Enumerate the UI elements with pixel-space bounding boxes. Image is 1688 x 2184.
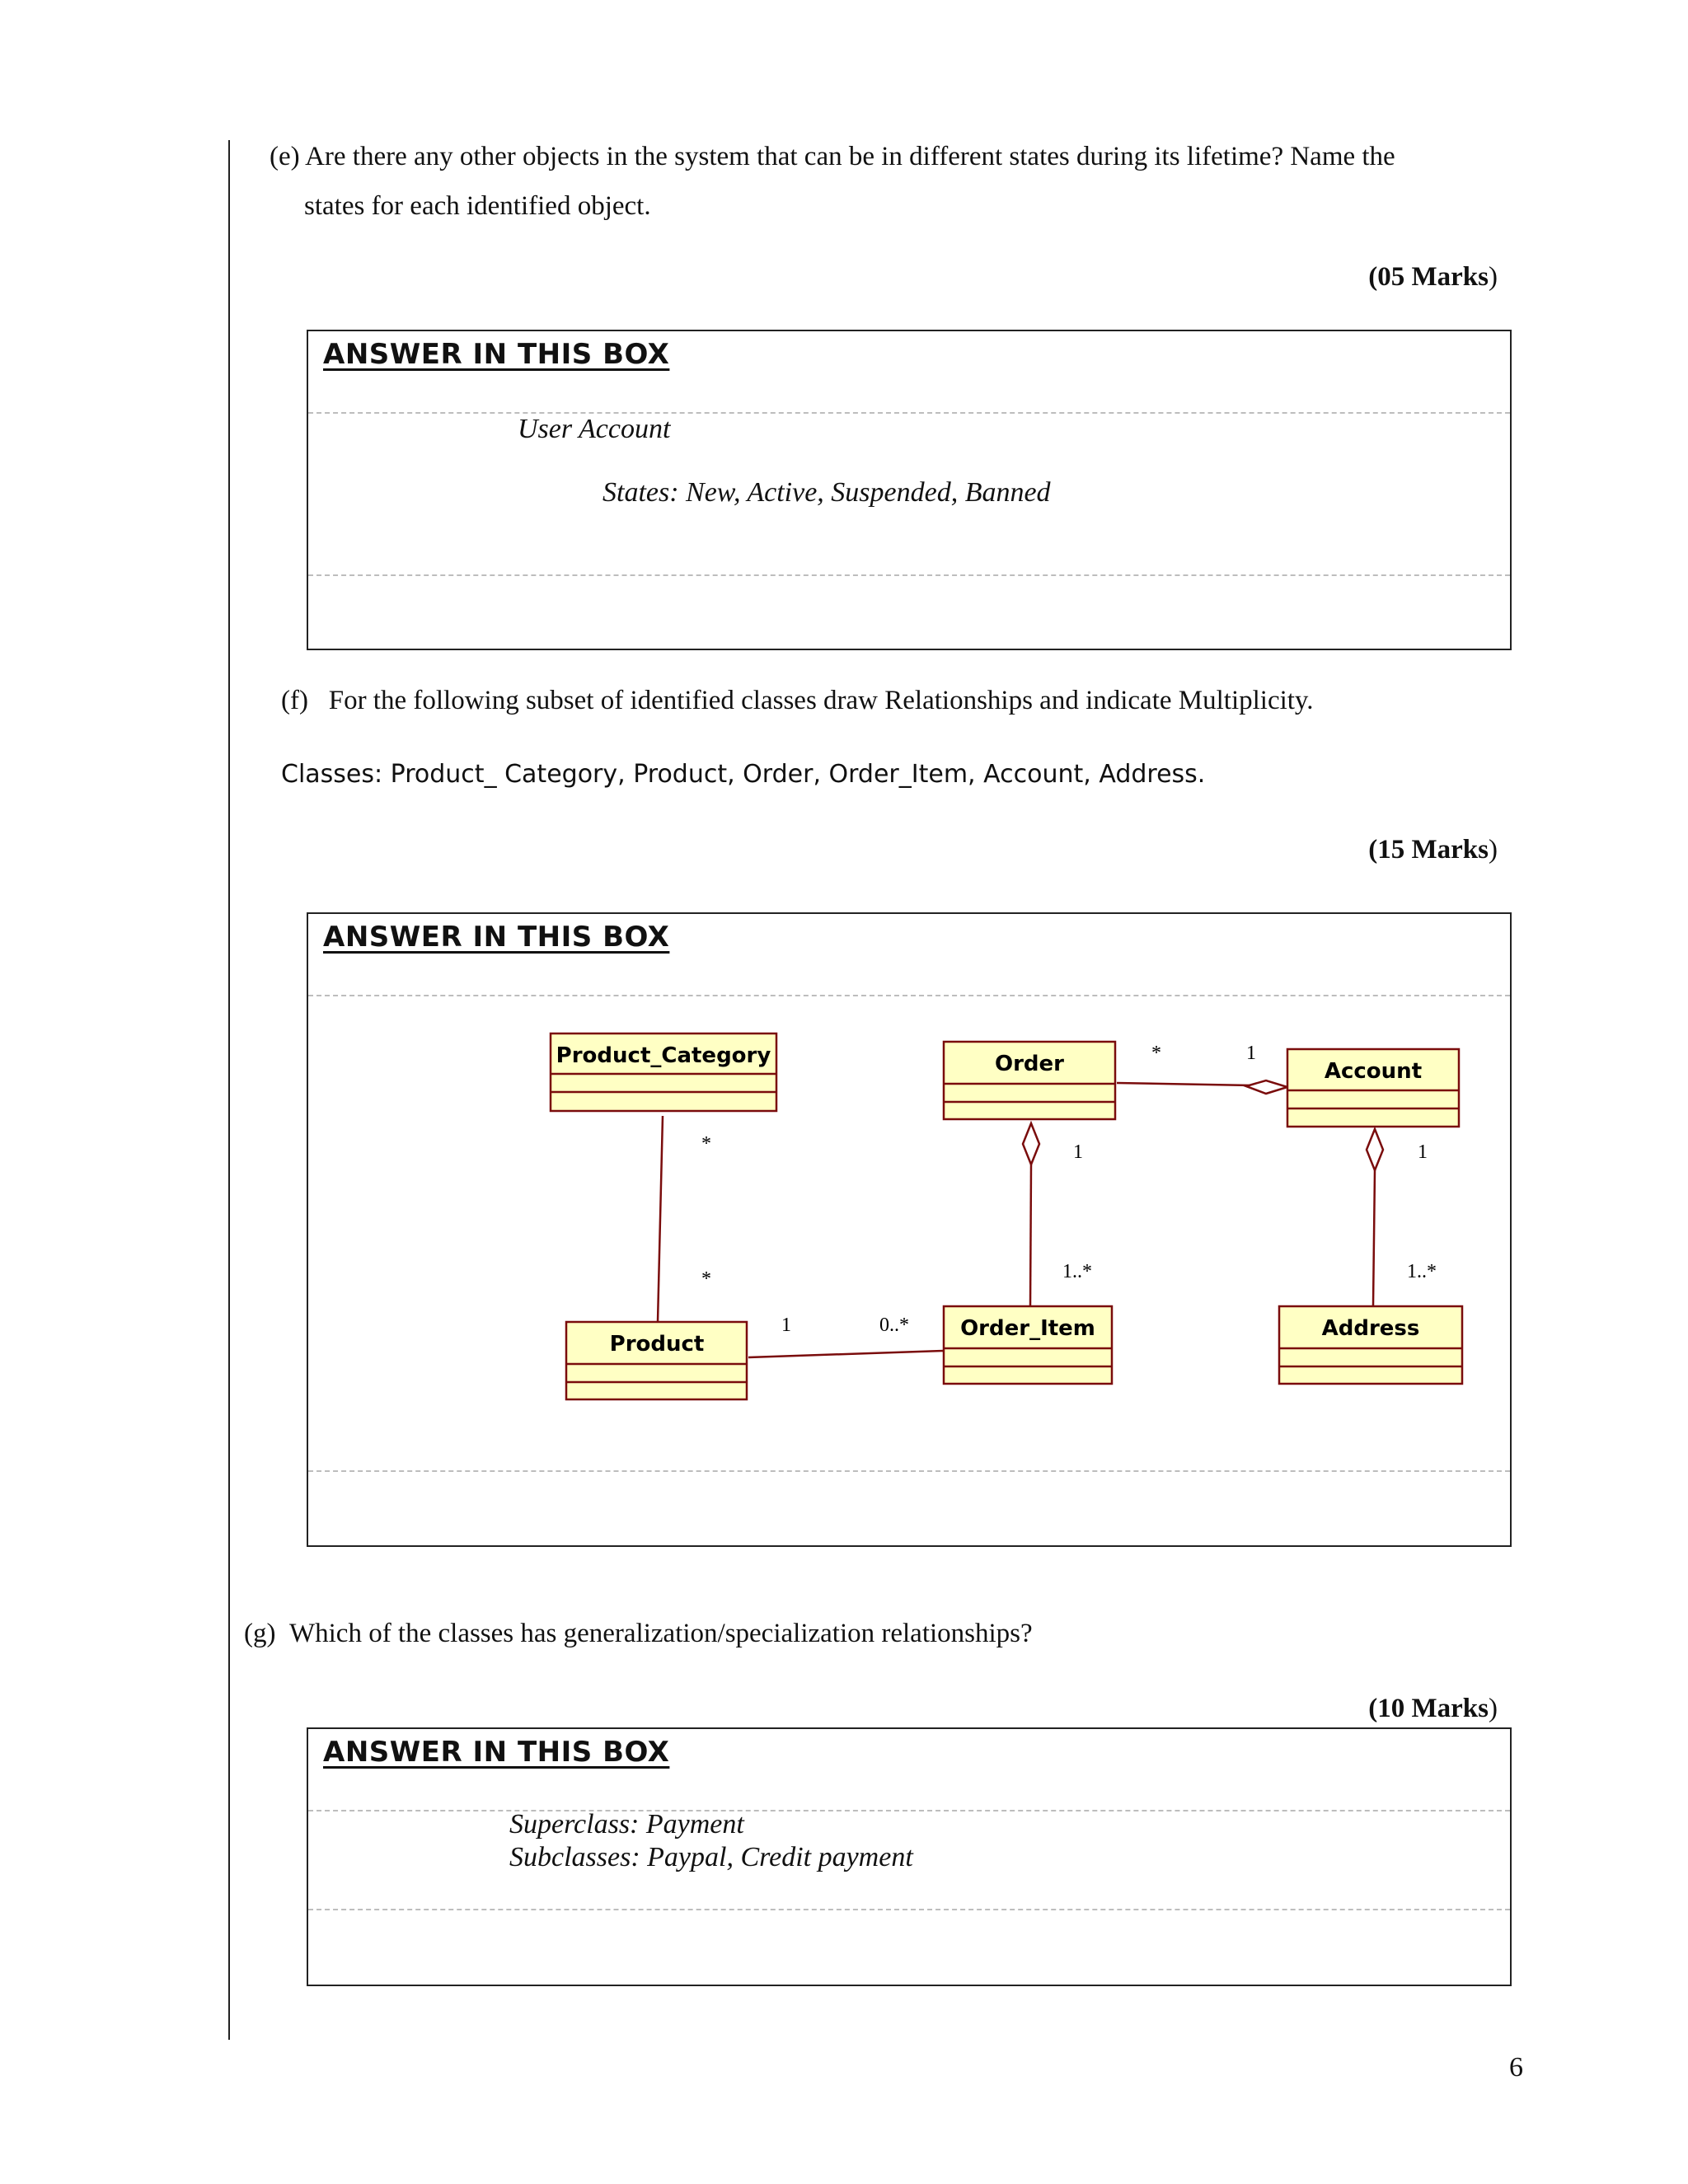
state-object-name: User Account	[518, 414, 671, 444]
class-order-item: Order_Item	[942, 1305, 1114, 1385]
multiplicity-product-oi-product-end: 1	[781, 1315, 791, 1336]
dashed-divider	[308, 574, 1510, 576]
question-e-marks: (05 Marks)	[1368, 262, 1498, 292]
class-diagram: Product_Category Order Account Product	[549, 1032, 1464, 1401]
multiplicity-category-end: *	[701, 1133, 711, 1155]
association-product-order-item	[748, 1349, 944, 1359]
question-g-marks: (10 Marks)	[1368, 1694, 1498, 1723]
aggregation-account-address	[1372, 1169, 1376, 1306]
class-product-category: Product_Category	[549, 1032, 778, 1113]
question-f-label: (f)	[281, 686, 308, 715]
question-f-text: For the following subset of identified c…	[328, 686, 1314, 715]
multiplicity-product-oi-item-end: 0..*	[879, 1315, 909, 1336]
answer-box-title: ANSWER IN THIS BOX	[323, 338, 670, 371]
answer-box-title: ANSWER IN THIS BOX	[323, 1736, 670, 1769]
question-e: (e) Are there any other objects in the s…	[270, 132, 1395, 231]
state-list: States: New, Active, Suspended, Banned	[603, 477, 1051, 508]
question-f-classes: Classes: Product_ Category, Product, Ord…	[281, 760, 1206, 789]
aggregation-order-account	[1116, 1081, 1253, 1087]
page-number: 6	[1509, 2052, 1523, 2083]
dashed-divider	[308, 1810, 1510, 1811]
class-name: Product	[610, 1332, 705, 1357]
multiplicity-account-end: 1	[1418, 1141, 1428, 1163]
class-account: Account	[1286, 1047, 1461, 1128]
multiplicity-product-end: *	[701, 1268, 711, 1290]
subclasses-line: Subclasses: Paypal, Credit payment	[509, 1842, 913, 1872]
aggregation-diamond-order	[1021, 1120, 1041, 1168]
multiplicity-address-end: 1..*	[1407, 1261, 1437, 1282]
question-g-text: Which of the classes has generalization/…	[288, 1619, 1033, 1648]
question-g-label: (g)	[244, 1619, 276, 1648]
class-name: Account	[1325, 1059, 1422, 1084]
class-order: Order	[942, 1040, 1117, 1121]
answer-box-g: ANSWER IN THIS BOX Superclass: Payment S…	[307, 1727, 1512, 1986]
answer-box-e: ANSWER IN THIS BOX User Account States: …	[307, 330, 1512, 650]
association-category-product	[656, 1115, 664, 1323]
class-address: Address	[1278, 1305, 1464, 1385]
dashed-divider	[308, 1909, 1510, 1910]
question-f-marks: (15 Marks)	[1368, 835, 1498, 865]
multiplicity-order-item-end: 1..*	[1062, 1261, 1092, 1282]
class-name: Order_Item	[960, 1316, 1095, 1341]
dashed-divider	[308, 1470, 1510, 1472]
question-e-label: (e)	[270, 142, 300, 171]
dashed-divider	[308, 995, 1510, 996]
question-f: (f) For the following subset of identifi…	[281, 676, 1314, 725]
question-g: (g) Which of the classes has generalizat…	[244, 1609, 1033, 1658]
multiplicity-order-account-order-end: *	[1151, 1043, 1161, 1064]
class-product: Product	[565, 1320, 748, 1401]
aggregation-diamond-account-address	[1365, 1126, 1385, 1174]
multiplicity-order-end: 1	[1073, 1141, 1083, 1163]
class-name: Order	[995, 1052, 1064, 1076]
question-e-text-line2: states for each identified object.	[304, 191, 651, 221]
class-name: Product_Category	[556, 1043, 771, 1068]
answer-box-f: ANSWER IN THIS BOX Product_Category Orde…	[307, 912, 1512, 1547]
superclass-line: Superclass: Payment	[509, 1809, 744, 1840]
class-name: Address	[1322, 1316, 1420, 1341]
dashed-divider	[308, 412, 1510, 414]
margin-rule	[228, 140, 230, 2040]
answer-box-title: ANSWER IN THIS BOX	[323, 921, 670, 954]
aggregation-diamond-account	[1243, 1079, 1292, 1095]
multiplicity-order-account-account-end: 1	[1246, 1043, 1256, 1064]
question-e-text-line1: Are there any other objects in the syste…	[305, 142, 1395, 171]
aggregation-order-order-item	[1029, 1164, 1033, 1306]
